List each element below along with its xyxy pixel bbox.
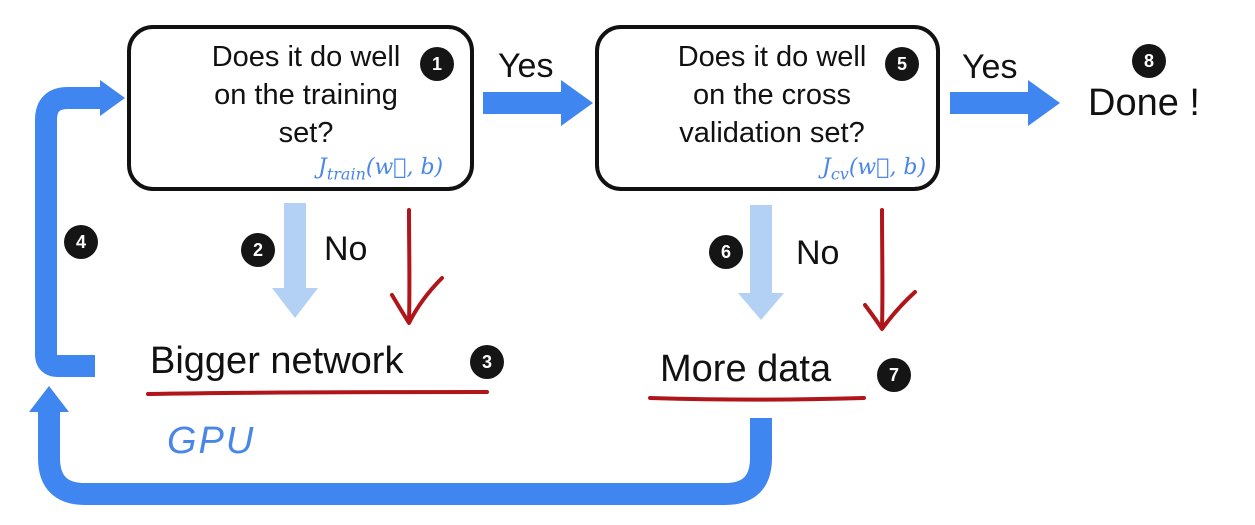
yes-arrow-right-1 <box>483 80 593 126</box>
done-label: Done ! <box>1088 82 1200 124</box>
step-badge-4: 4 <box>64 225 98 259</box>
step-badge-2: 2 <box>241 233 275 267</box>
formula-symbol: J <box>822 155 831 180</box>
underline-bigger-network <box>146 390 489 396</box>
formula-subscript: train <box>326 164 366 184</box>
no-label-2: No <box>796 234 840 272</box>
cross-validation-box <box>595 25 940 191</box>
cross-validation-question: Does it do well on the cross validation … <box>677 41 867 149</box>
formula-args: (w⃗, b) <box>848 155 927 180</box>
step-badge-5: 5 <box>885 47 919 81</box>
step-badge-6: 6 <box>709 235 743 269</box>
underline-more-data <box>648 396 866 402</box>
red-annotation-arrow-1 <box>390 208 444 325</box>
no-arrow-down-2 <box>738 205 784 320</box>
formula-subscript: cv <box>830 164 849 184</box>
step-badge-3: 3 <box>470 345 504 379</box>
j-train-formula: Jtrain(w⃗, b) <box>318 155 443 183</box>
training-set-question: Does it do well on the training set? <box>211 41 401 149</box>
more-data-label: More data <box>660 348 832 390</box>
red-annotation-arrow-2 <box>863 208 917 331</box>
yes-label-1: Yes <box>498 47 554 85</box>
loop-arrow-more-data-to-network <box>29 386 772 505</box>
gpu-handwritten-label: GPU <box>167 420 256 462</box>
yes-arrow-right-2 <box>950 80 1060 126</box>
no-label-1: No <box>324 230 368 268</box>
step-badge-8: 8 <box>1132 44 1166 78</box>
no-arrow-down-1 <box>272 203 318 318</box>
step-badge-1: 1 <box>420 47 454 81</box>
loop-arrow-to-training <box>35 80 125 377</box>
step-badge-7: 7 <box>877 358 911 392</box>
training-set-box <box>127 25 474 191</box>
yes-label-2: Yes <box>962 48 1018 86</box>
formula-args: (w⃗, b) <box>365 155 444 180</box>
j-cv-formula: Jcv(w⃗, b) <box>822 155 926 183</box>
formula-symbol: J <box>318 155 327 180</box>
bigger-network-label: Bigger network <box>150 340 404 382</box>
